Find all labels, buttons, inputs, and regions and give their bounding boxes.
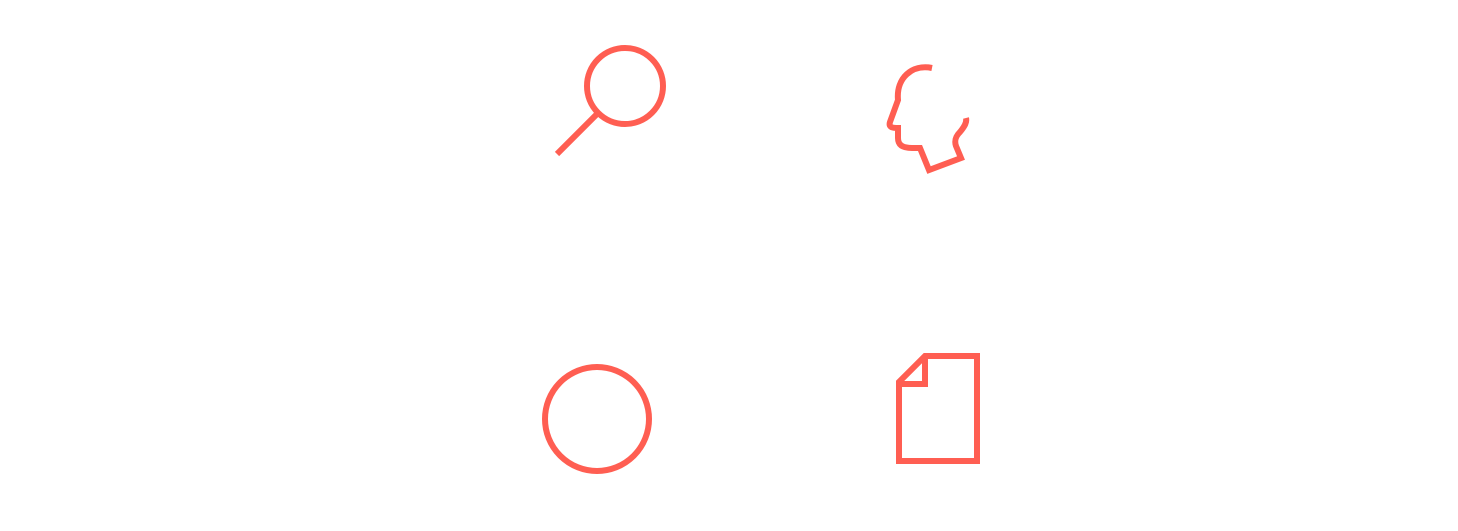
document-icon-svg: [896, 353, 980, 464]
search-icon-svg: [554, 45, 666, 157]
circle-icon: [538, 362, 656, 480]
circle-icon-svg: [542, 364, 652, 474]
head-profile-icon: [878, 60, 974, 176]
head-profile-icon-svg: [886, 64, 970, 174]
search-icon: [552, 40, 672, 160]
document-icon: [892, 350, 984, 468]
